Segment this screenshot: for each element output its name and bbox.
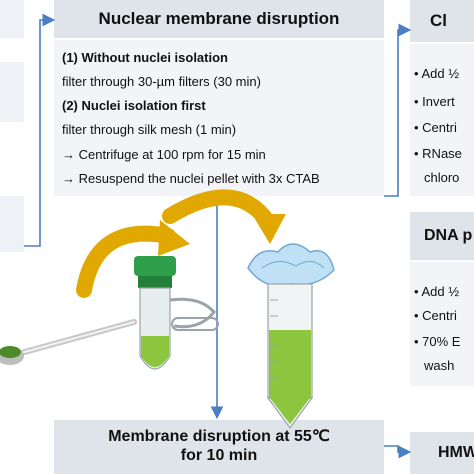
center-header: Nuclear membrane disruption	[54, 0, 384, 38]
left-partial-box-2	[0, 62, 24, 122]
right-mid-header-text: DNA p	[424, 227, 473, 244]
right-bottom-header-text: HMW	[438, 444, 474, 461]
step-1-title: (1) Without nuclei isolation	[62, 50, 228, 65]
membrane-disruption-line-1: Membrane disruption at 55℃	[108, 428, 330, 445]
right-connector-arrow	[384, 23, 412, 197]
membrane-disruption-line-2: for 10 min	[180, 447, 258, 464]
left-partial-box-1	[0, 0, 24, 38]
spatula-icon	[0, 319, 137, 365]
right-top-item-4: • RNase	[414, 146, 462, 161]
right-mid-item-4: wash	[424, 358, 455, 373]
right-top-panel: • Add ½ • Invert • Centri • RNase chloro	[410, 44, 474, 196]
step-1-detail: filter through 30-µm filters (30 min)	[62, 74, 261, 89]
right-top-header: Cl	[410, 0, 474, 42]
right-top-item-1: • Add ½	[414, 66, 460, 81]
left-connector-arrow	[24, 13, 56, 247]
right-mid-item-2: • Centri	[414, 308, 457, 323]
right-top-item-2: • Invert	[414, 94, 455, 109]
right-top-item-5: chloro	[424, 170, 460, 185]
right-mid-item-3: • 70% E	[414, 334, 461, 349]
right-mid-item-1: • Add ½	[414, 284, 460, 299]
right-mid-header: DNA p	[410, 212, 474, 260]
center-header-text: Nuclear membrane disruption	[98, 9, 340, 28]
step-2-resuspend: → Resuspend the nuclei pellet with 3x CT…	[62, 171, 320, 186]
step-2-centrifuge: → Centrifuge at 100 rpm for 15 min	[62, 147, 266, 162]
right-top-item-3: • Centri	[414, 120, 457, 135]
gold-arrow-left	[76, 220, 190, 298]
center-steps-panel: (1) Without nuclei isolation filter thro…	[54, 40, 384, 196]
falcon-tube-icon	[247, 243, 335, 430]
step-2-detail: filter through silk mesh (1 min)	[62, 122, 237, 137]
microtube-icon	[134, 256, 219, 370]
gold-arrow-right	[162, 189, 286, 244]
membrane-disruption-box: Membrane disruption at 55℃ for 10 min	[54, 420, 384, 474]
bottom-right-connector-arrow	[384, 445, 412, 459]
step-2-title: (2) Nuclei isolation first	[62, 98, 206, 113]
right-top-header-text: Cl	[430, 11, 447, 30]
left-partial-box-3	[0, 196, 24, 252]
right-bottom-header: HMW	[410, 432, 474, 474]
right-mid-panel: • Add ½ • Centri • 70% E wash	[410, 262, 474, 386]
